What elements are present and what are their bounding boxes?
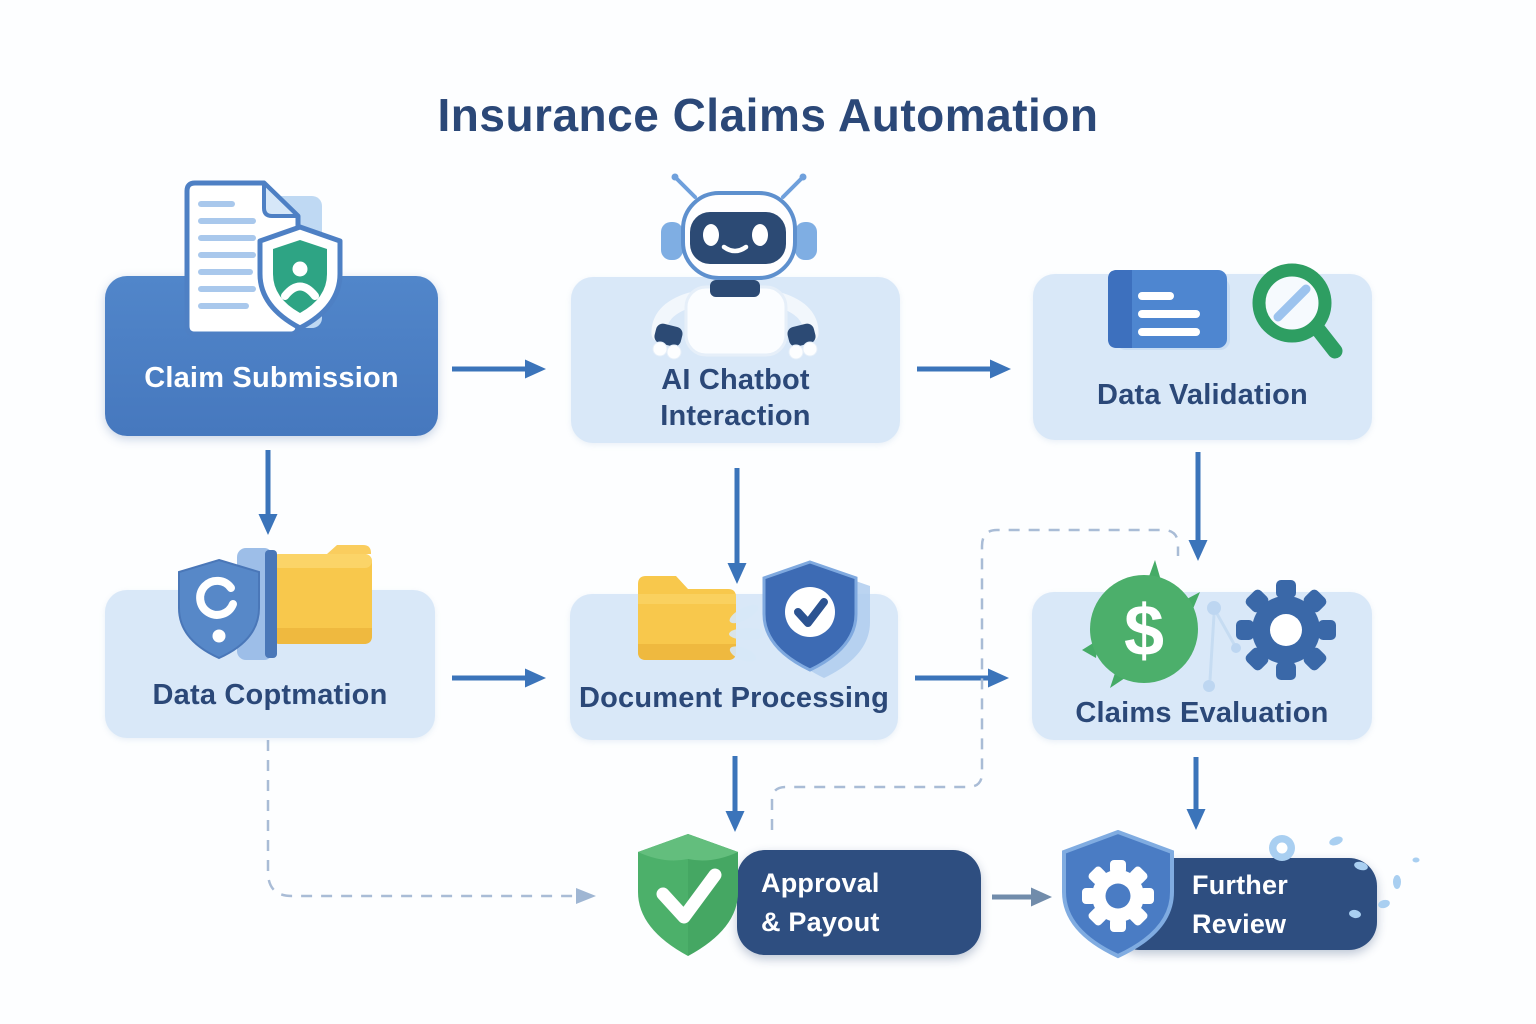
node-label: Data Coptmation (152, 679, 388, 711)
approval-shield-check-icon (638, 834, 738, 956)
node-data-coptmation: Data Coptmation (105, 590, 435, 738)
node-label: Approval & Payout (761, 868, 880, 937)
node-label: Document Processing (579, 682, 889, 714)
shield-check-icon (762, 560, 870, 678)
magnifier-icon (1252, 263, 1343, 359)
dots-decoration (1269, 835, 1420, 919)
node-label: AI Chatbot Interaction (660, 364, 811, 432)
node-label: Claims Evaluation (1075, 697, 1329, 729)
claim-document-shield-icon (184, 180, 343, 337)
molecule-decoration (1203, 601, 1241, 692)
robot-icon (651, 173, 819, 360)
badge-folder-icon (178, 545, 372, 660)
dashed-arrow-data-coptmation-to-approval-payout (266, 740, 596, 904)
page-title: Insurance Claims Automation (437, 89, 1099, 141)
node-label: Claim Submission (144, 362, 399, 394)
sparkle-decoration (729, 604, 767, 662)
node-label: Data Validation (1097, 379, 1308, 411)
gear-icon (1236, 580, 1336, 680)
dollar-glyph: $ (1124, 591, 1164, 671)
dollar-bubble-icon: $ (1082, 560, 1200, 688)
node-label: Further Review (1192, 870, 1288, 939)
folder-icon (638, 576, 736, 660)
node-approval-payout: Approval & Payout (737, 850, 981, 955)
review-shield-gear-icon (1062, 830, 1174, 959)
data-card-icon (1108, 270, 1230, 350)
